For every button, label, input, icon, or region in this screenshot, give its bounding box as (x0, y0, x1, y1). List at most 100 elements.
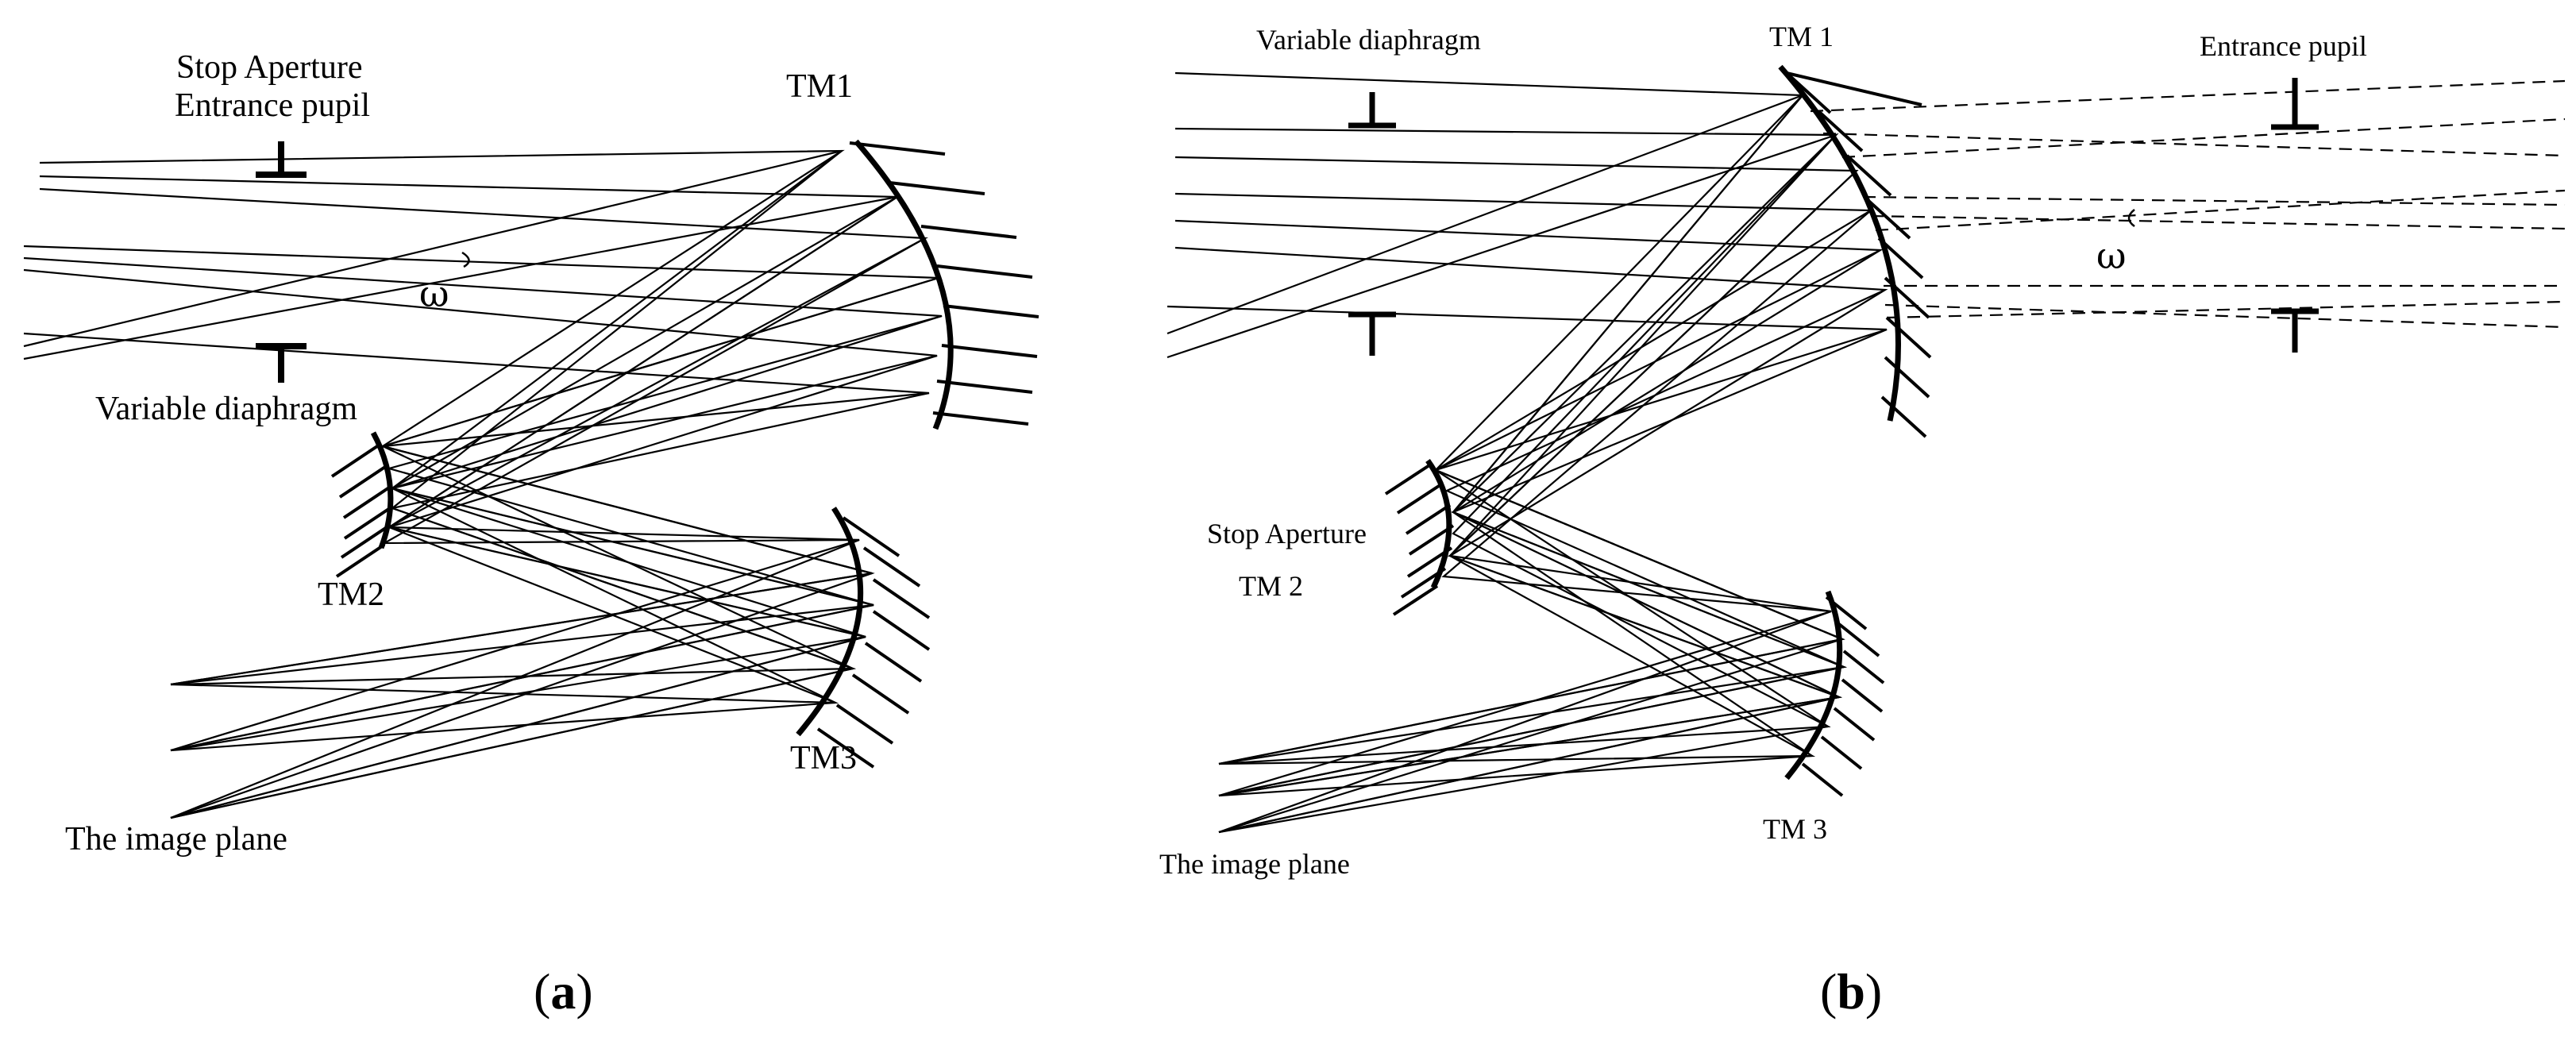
ray (170, 276, 939, 819)
mirror-hatch (932, 411, 1029, 426)
stop-aperture-label: Stop Aperture (176, 49, 362, 86)
mirror-hatch (342, 484, 393, 519)
entrance-pupil-symbol (2271, 78, 2319, 353)
mirror-hatch (1400, 567, 1447, 599)
ray (1218, 170, 1857, 765)
mirror-hatch (1841, 678, 1884, 713)
ray (1167, 133, 1842, 834)
image-plane-label: The image plane (1159, 848, 1350, 880)
virtual-ray (1862, 195, 2566, 206)
omega-label: ω (2096, 234, 2127, 277)
virtual-ray (1884, 303, 2566, 329)
virtual-ray (1810, 79, 2566, 113)
mirror-hatch (1885, 316, 1932, 359)
mirror-hatch (872, 610, 931, 651)
variable-diaphragm-symbol (1348, 92, 1396, 356)
mirror-hatch (1406, 546, 1453, 578)
mirror-hatch (1845, 154, 1892, 197)
ray (1218, 134, 1837, 834)
mirror-hatch (1865, 197, 1911, 240)
mirror-hatch (941, 344, 1038, 358)
mirror-hatch (1842, 650, 1885, 684)
field-angle-arc (461, 251, 470, 268)
ray (1218, 289, 1886, 765)
field-angle-arc (2127, 209, 2135, 228)
ray (170, 391, 930, 819)
ray (1218, 328, 1888, 797)
mirror-hatch (842, 516, 900, 557)
mirror-hatch (1880, 395, 1927, 438)
panel-b-caption: (b) (1820, 963, 1882, 1020)
mirror-hatch (340, 524, 391, 559)
variable-diaphragm-label: Variable diaphragm (1256, 24, 1481, 56)
tm1-label: TM1 (786, 68, 853, 105)
mirror-hatch (1820, 735, 1863, 770)
panel-b-ray-bundle (1167, 71, 1888, 834)
tm2-label: TM 2 (1239, 570, 1303, 602)
panel-b-virtual-rays (1810, 79, 2566, 329)
entrance-pupil-label: Entrance pupil (175, 87, 370, 124)
stop-aperture-label: Stop Aperture (1207, 518, 1367, 549)
ray (170, 237, 926, 752)
tm3-label: TM 3 (1763, 813, 1827, 845)
mirror-hatch (851, 673, 910, 715)
mirror-hatch (1825, 596, 1868, 630)
ray (23, 195, 898, 819)
stop-aperture-symbol (256, 141, 307, 178)
mirror-hatch (943, 304, 1039, 318)
mirror-hatch (1884, 276, 1930, 319)
mirror-hatch (862, 546, 921, 588)
mirror-hatch (1786, 71, 1922, 106)
virtual-ray (1870, 214, 2566, 230)
mirror-hatch (936, 264, 1033, 279)
mirror-hatch (864, 642, 923, 683)
ray (170, 150, 857, 819)
mirror-hatch (1384, 464, 1431, 495)
mirror-hatch (936, 380, 1033, 394)
virtual-ray (1841, 118, 2566, 159)
tm2-mirror (1425, 458, 1452, 589)
panel-a-mirror-hatching (330, 141, 1039, 769)
omega-label: ω (419, 272, 449, 315)
mirror-hatch (816, 727, 875, 769)
ray (1218, 249, 1881, 834)
mirror-hatch (1817, 110, 1864, 152)
mirror-hatch (920, 225, 1017, 239)
panel-a-diagram: Stop Aperture Entrance pupil ω Variable … (23, 49, 1039, 1020)
mirror-hatch (1884, 356, 1930, 399)
mirror-hatch (1785, 71, 1832, 114)
ray (23, 245, 939, 686)
mirror-hatch (1408, 524, 1455, 556)
image-plane-label: The image plane (65, 821, 287, 858)
ray (1174, 71, 1845, 765)
variable-diaphragm-symbol (256, 343, 307, 383)
virtual-ray (1886, 300, 2566, 319)
mirror-hatch (1838, 623, 1880, 657)
mirror-hatch (1392, 584, 1439, 616)
mirror-hatch (835, 704, 894, 745)
tm3-label: TM3 (790, 740, 857, 777)
mirror-hatch (338, 464, 389, 499)
mirror-hatch (330, 443, 381, 478)
mirror-hatch (872, 578, 931, 619)
mirror-hatch (849, 141, 946, 156)
tm1-mirror (854, 139, 954, 430)
panel-b-diagram: Variable diaphragm TM 1 Entrance pupil ω… (1159, 21, 2566, 1020)
ray (1218, 94, 1842, 797)
mirror-hatch (1396, 483, 1443, 515)
panel-a-caption: (a) (534, 963, 593, 1020)
mirror-hatch (343, 505, 394, 540)
ray (1167, 93, 1847, 797)
virtual-ray (1875, 189, 2566, 232)
ray (170, 354, 938, 752)
panel-b-mirror-hatching (1384, 71, 1932, 797)
mirror-hatch (1833, 707, 1876, 742)
mirror-hatch (1877, 237, 1924, 279)
mirror-hatch (889, 181, 985, 195)
tm1-label: TM 1 (1769, 21, 1834, 52)
mirror-hatch (335, 543, 386, 578)
variable-diaphragm-label: Variable diaphragm (95, 391, 357, 427)
entrance-pupil-label: Entrance pupil (2200, 30, 2367, 62)
tm2-label: TM2 (318, 576, 384, 613)
